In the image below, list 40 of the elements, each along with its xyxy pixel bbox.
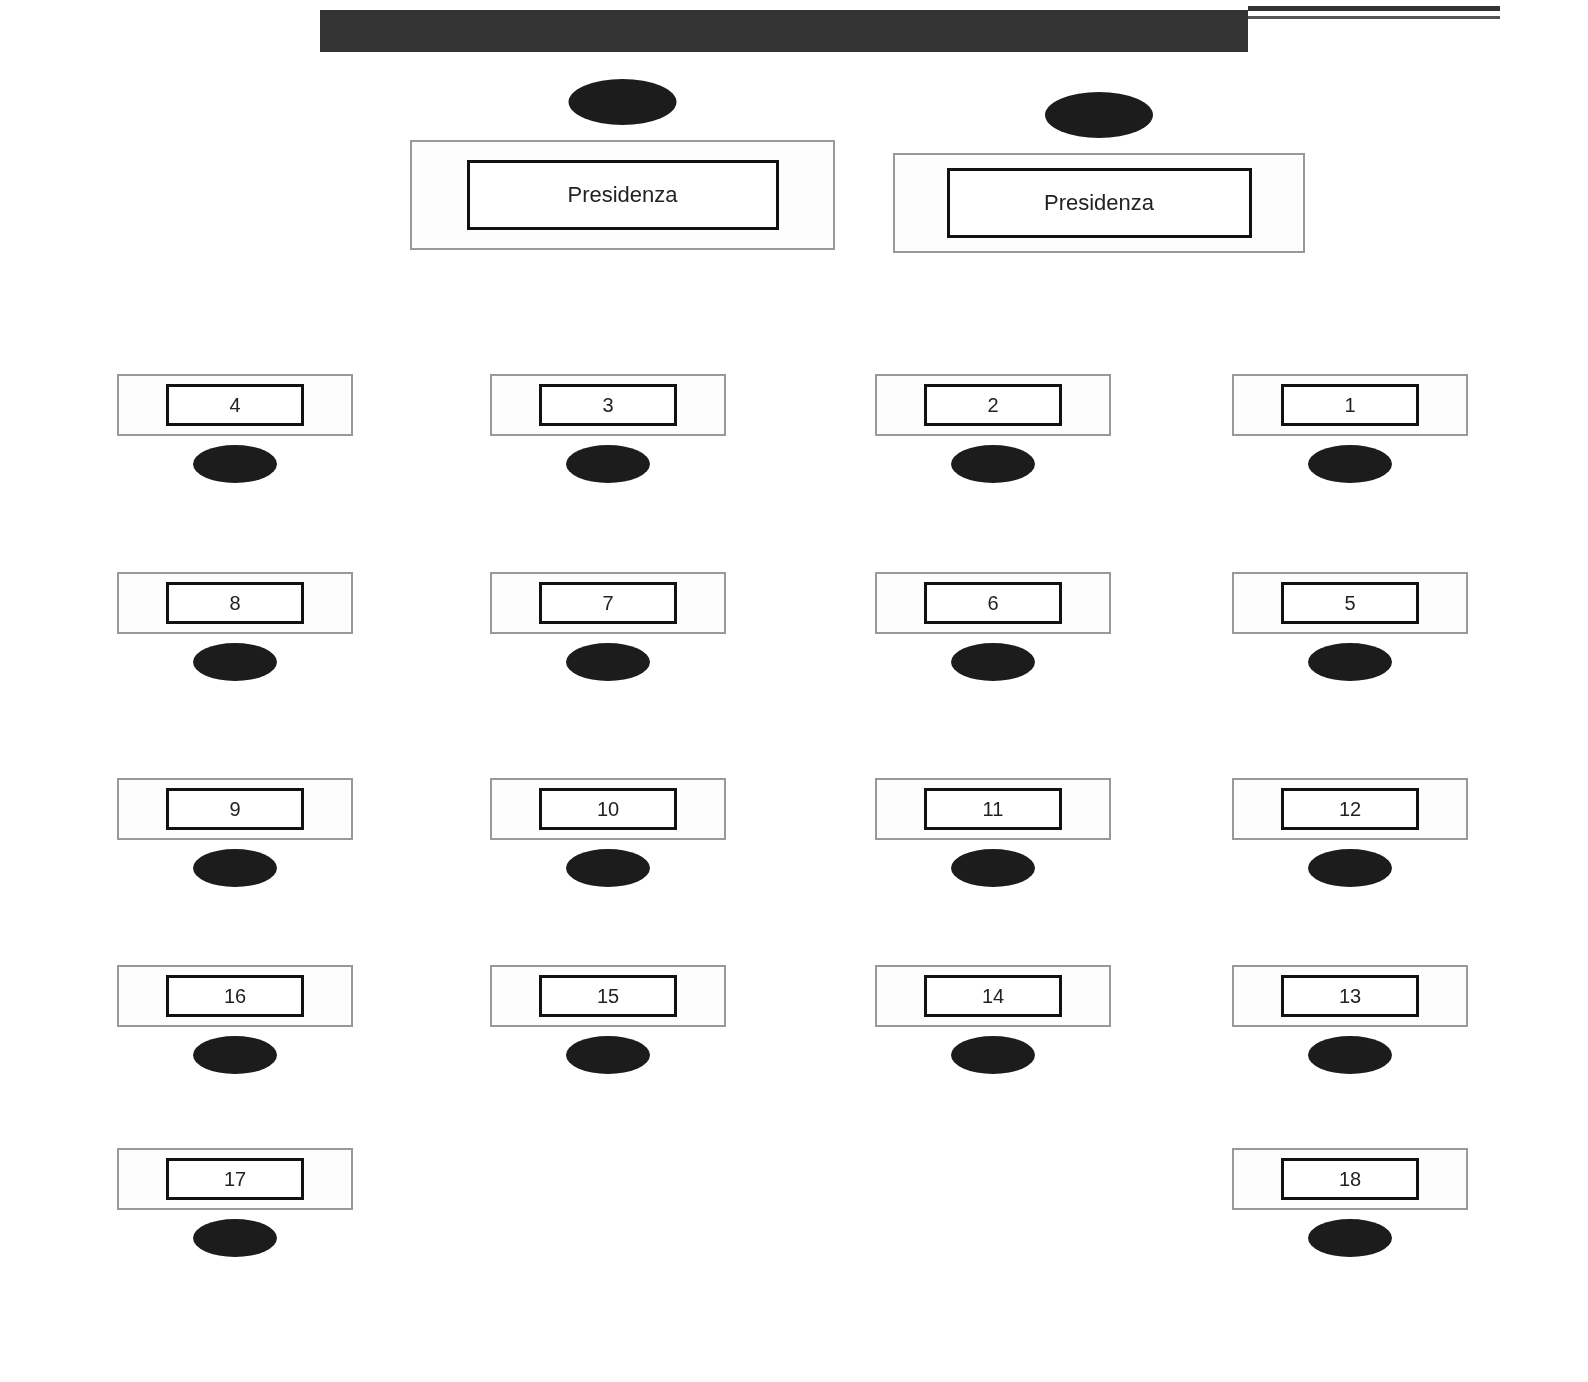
desk-box: [410, 140, 835, 250]
desk-box: [117, 1148, 353, 1210]
desk-box: [875, 778, 1111, 840]
desk-box: [490, 374, 726, 436]
desk-label: Presidenza: [466, 160, 779, 230]
desk-box: [117, 572, 353, 634]
desk-label: 1: [1281, 384, 1419, 426]
desk-label: 10: [539, 788, 677, 830]
desk-label: 4: [166, 384, 304, 426]
desk-label: 13: [1281, 975, 1419, 1017]
desk-box: [117, 374, 353, 436]
desk-box: [875, 572, 1111, 634]
desk-label: 7: [539, 582, 677, 624]
desk-box: [875, 374, 1111, 436]
desk-label: 8: [166, 582, 304, 624]
desk-label: 12: [1281, 788, 1419, 830]
desk-box: [117, 778, 353, 840]
desk-box: [875, 965, 1111, 1027]
desk-label: 18: [1281, 1158, 1419, 1200]
desk-box: [117, 965, 353, 1027]
desk-box: [490, 572, 726, 634]
desk-box: [1232, 965, 1468, 1027]
desk-box: [490, 965, 726, 1027]
desk-box: [1232, 778, 1468, 840]
desk-label: 9: [166, 788, 304, 830]
desk-label: 6: [924, 582, 1062, 624]
desk-label: 15: [539, 975, 677, 1017]
desk-label: Presidenza: [946, 168, 1252, 238]
desk-box: [1232, 572, 1468, 634]
desk-box: [490, 778, 726, 840]
desk-box: [1232, 374, 1468, 436]
desk-box: [1232, 1148, 1468, 1210]
desk-box: [893, 153, 1305, 253]
desk-label: 14: [924, 975, 1062, 1017]
desk-label: 2: [924, 384, 1062, 426]
desk-label: 5: [1281, 582, 1419, 624]
desk-label: 16: [166, 975, 304, 1017]
desk-label: 3: [539, 384, 677, 426]
desk-label: 11: [924, 788, 1062, 830]
desk-label: 17: [166, 1158, 304, 1200]
